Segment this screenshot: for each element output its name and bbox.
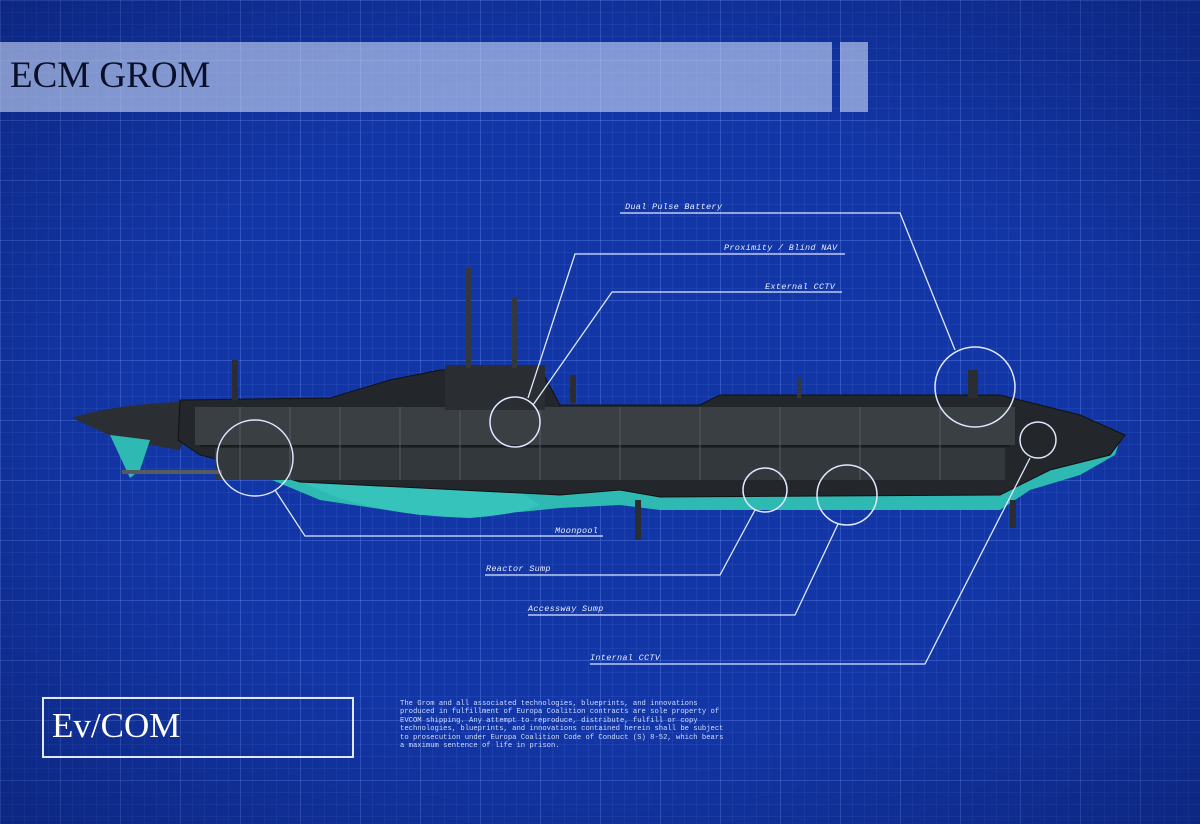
leader-proximity (527, 253, 845, 399)
lower-deck (215, 448, 1005, 480)
callout-reactor-sump: Reactor Sump (486, 564, 551, 574)
brand-box: Ev/COM (42, 697, 354, 758)
antenna-mast (512, 298, 517, 368)
callout-external-cctv: External CCTV (765, 282, 836, 292)
keel-fin (300, 478, 540, 518)
conning-tower (445, 365, 545, 410)
callout-circle-reactor (742, 467, 788, 513)
callout-dual-pulse-battery: Dual Pulse Battery (625, 202, 723, 212)
leader-external-cctv (532, 291, 842, 406)
leader-accessway (528, 523, 839, 616)
brand-logo-text: Ev/COM (52, 706, 181, 745)
leader-dual-pulse (620, 212, 956, 351)
callout-circle-proximity (489, 396, 541, 448)
callout-circle-moonpool (216, 419, 294, 497)
leader-moonpool (274, 489, 603, 537)
page-title: ECM GROM (10, 55, 211, 96)
leader-reactor (485, 509, 756, 576)
callout-proximity-blind-nav: Proximity / Blind NAV (724, 243, 838, 253)
rudder (110, 435, 150, 478)
callout-moonpool: Moonpool (555, 526, 599, 536)
callout-circle-dual-pulse (934, 346, 1016, 428)
periscope-mast (466, 268, 471, 368)
callout-accessway-sump: Accessway Sump (528, 604, 604, 614)
callout-circle-accessway (816, 464, 878, 526)
tail-fin (72, 402, 196, 450)
title-banner: ECM GROM (0, 42, 832, 112)
callout-circle-internal-cctv (1019, 421, 1057, 459)
leader-internal-cctv (590, 457, 1031, 665)
legal-notice: The Grom and all associated technologies… (400, 700, 724, 751)
title-accent-block (840, 42, 868, 112)
callout-internal-cctv: Internal CCTV (590, 653, 661, 663)
upper-deck (195, 407, 1015, 445)
